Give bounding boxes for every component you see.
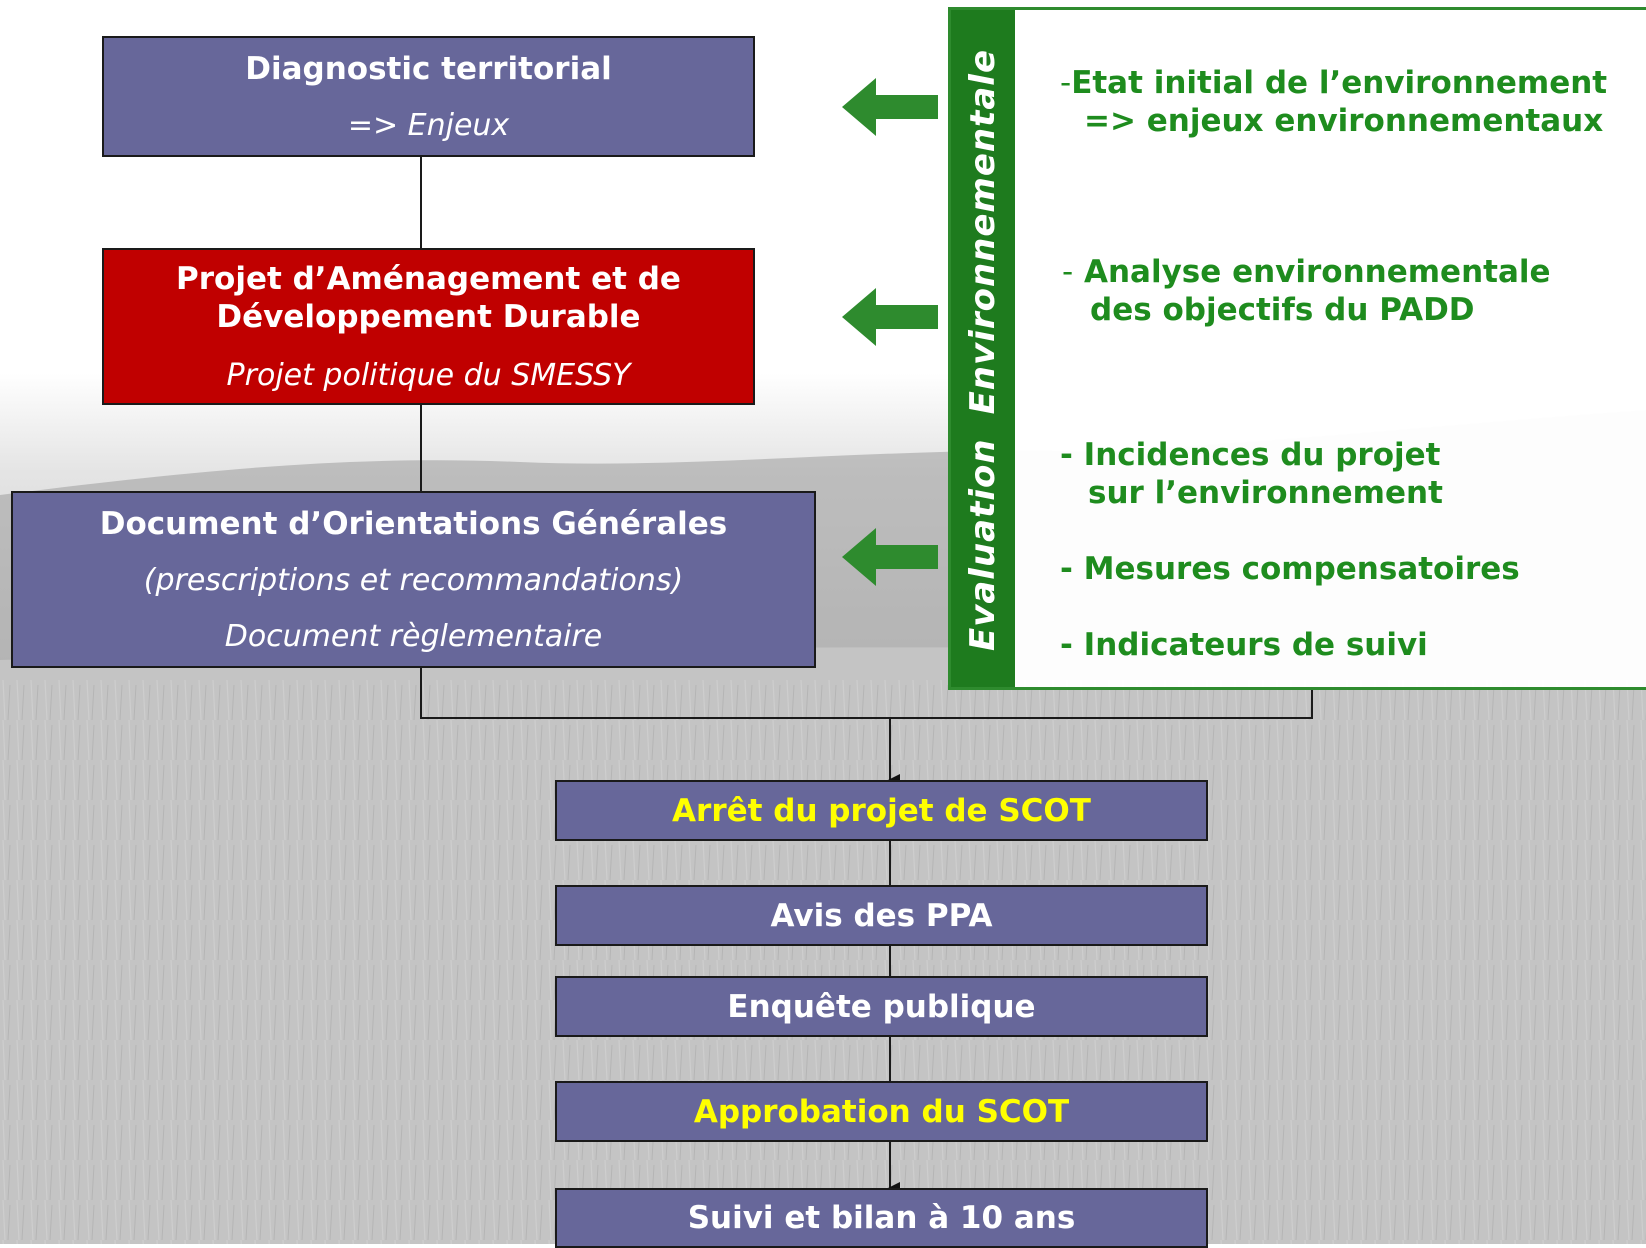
arrow-left-icon [842, 288, 938, 346]
dog-line3: Document règlementaire [224, 618, 603, 654]
step-avis-box: Avis des PPA [555, 885, 1208, 946]
arrow-left-icon [842, 528, 938, 586]
env-item-mesures: - Mesures compensatoires [1060, 551, 1520, 587]
diagnostic-title: Diagnostic territorial [245, 50, 612, 87]
step-suivi-label: Suivi et bilan à 10 ans [687, 1200, 1076, 1236]
padd-box: Projet d’Aménagement et de Développement… [102, 248, 755, 405]
arrow-left-icon [842, 78, 938, 136]
env-item1-line2: => enjeux environnementaux [1084, 103, 1604, 139]
env-item3-line2: sur l’environnement [1088, 475, 1443, 511]
step-approbation-label: Approbation du SCOT [693, 1093, 1070, 1130]
env-item2-dash: - [1062, 254, 1074, 290]
padd-subtitle: Projet politique du SMESSY [226, 357, 631, 393]
vertical-word-environnementale: Environnementale [963, 48, 1003, 415]
connector-dog-merge [420, 668, 1313, 719]
step-arret-label: Arrêt du projet de SCOT [672, 792, 1091, 829]
dog-box: Document d’Orientations Générales (presc… [11, 491, 816, 668]
step-approbation-box: Approbation du SCOT [555, 1081, 1208, 1142]
env-item1-dash: - [1060, 65, 1072, 101]
dog-line2: (prescriptions et recommandations) [143, 562, 684, 598]
diagnostic-box: Diagnostic territorial => Enjeux [102, 36, 755, 157]
dog-title: Document d’Orientations Générales [99, 505, 728, 542]
step-avis-label: Avis des PPA [770, 897, 993, 934]
vertical-word-evaluation: Evaluation [963, 438, 1003, 652]
step-suivi-box: Suivi et bilan à 10 ans [555, 1188, 1208, 1248]
evaluation-vertical-title: Evaluation Environnementale [963, 49, 1003, 651]
environmental-evaluation-panel: Evaluation Environnementale [948, 7, 1646, 690]
env-item2-line1: Analyse environnementale [1083, 254, 1551, 290]
step-enquete-box: Enquête publique [555, 976, 1208, 1037]
env-item-etat-initial: -Etat initial de l’environnement => enje… [1060, 64, 1607, 140]
diagnostic-subtitle: => Enjeux [347, 107, 510, 143]
env-item3-line1: - Incidences du projet [1060, 437, 1441, 473]
env-item-indicateurs: - Indicateurs de suivi [1060, 627, 1428, 663]
padd-title-line1: Projet d’Aménagement et de [176, 260, 681, 297]
env-item-analyse: - Analyse environnementale des objectifs… [1062, 253, 1551, 329]
env-item2-line2: des objectifs du PADD [1090, 292, 1475, 328]
padd-title-line2: Développement Durable [216, 298, 641, 335]
env-item-incidences: - Incidences du projet sur l’environneme… [1060, 436, 1443, 512]
step-enquete-label: Enquête publique [727, 988, 1036, 1025]
evaluation-side-bar: Evaluation Environnementale [951, 10, 1015, 687]
env-item1-line1: Etat initial de l’environnement [1071, 65, 1608, 101]
step-arret-box: Arrêt du projet de SCOT [555, 780, 1208, 841]
